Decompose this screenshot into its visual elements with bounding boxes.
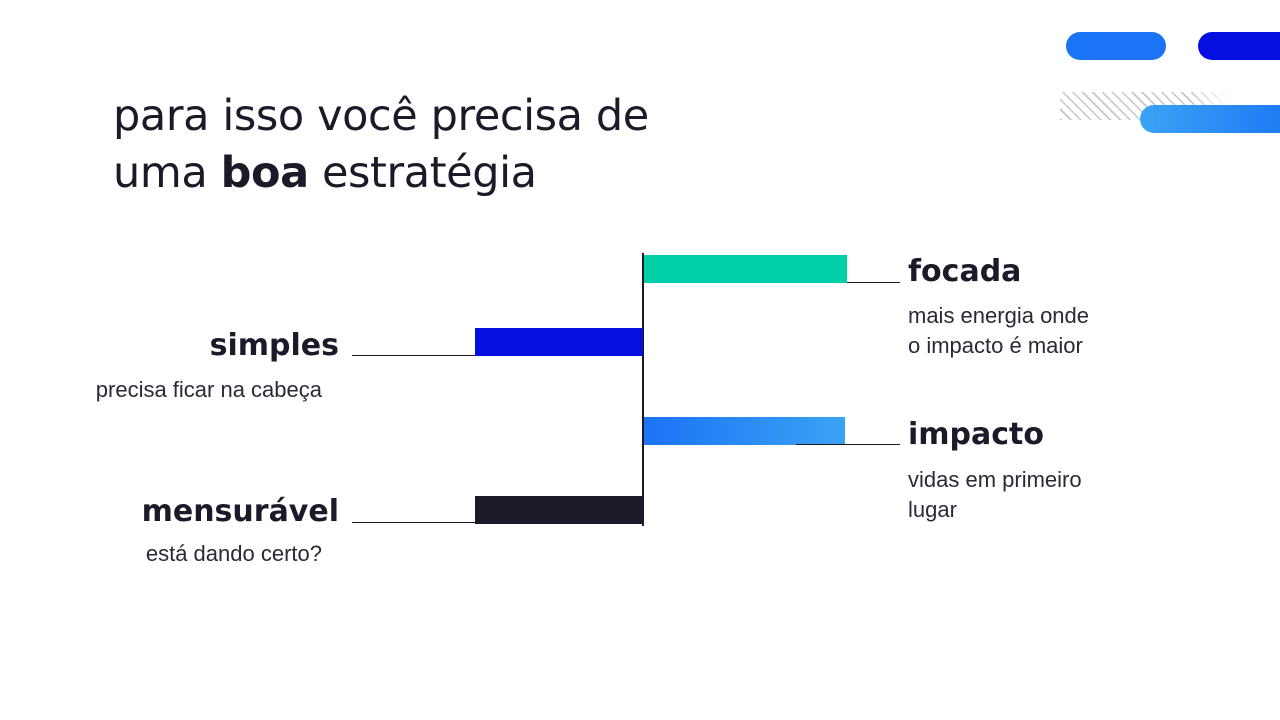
- description-simples: precisa ficar na cabeça: [95, 377, 322, 402]
- diagram-axis: [642, 253, 644, 526]
- bar-focada: [644, 255, 847, 283]
- description-focada-line-2: o impacto é maior: [908, 333, 1083, 358]
- bar-simples: [475, 328, 643, 356]
- description-impacto-line-2: lugar: [908, 497, 957, 522]
- title-emphasis: boa: [220, 148, 310, 198]
- decorative-pill-gradient: [1140, 105, 1280, 133]
- connector-impacto: [796, 444, 900, 445]
- title-line-1: para isso você precisa de: [113, 91, 649, 141]
- title-line-2-end: estratégia: [308, 148, 537, 198]
- description-impacto-line-1: vidas em primeiro: [908, 467, 1082, 492]
- bar-mensuravel: [475, 496, 643, 524]
- description-mensuravel: está dando certo?: [145, 541, 322, 566]
- title-line-2: uma boa estratégia: [113, 145, 649, 202]
- connector-simples: [352, 355, 475, 356]
- bar-impacto: [644, 417, 845, 445]
- label-simples: simples: [209, 328, 339, 363]
- description-focada-line-1: mais energia onde: [908, 303, 1090, 328]
- decorative-pill-deep-blue: [1198, 32, 1280, 60]
- title-line-2-start: uma: [113, 148, 221, 198]
- decorative-pill-blue: [1066, 32, 1166, 60]
- connector-mensuravel: [352, 522, 475, 523]
- label-mensuravel: mensurável: [141, 494, 339, 529]
- page-title: para isso você precisa de uma boa estrat…: [113, 88, 649, 202]
- connector-focada: [847, 282, 900, 283]
- label-impacto: impacto: [908, 417, 1044, 452]
- label-focada: focada: [908, 254, 1022, 289]
